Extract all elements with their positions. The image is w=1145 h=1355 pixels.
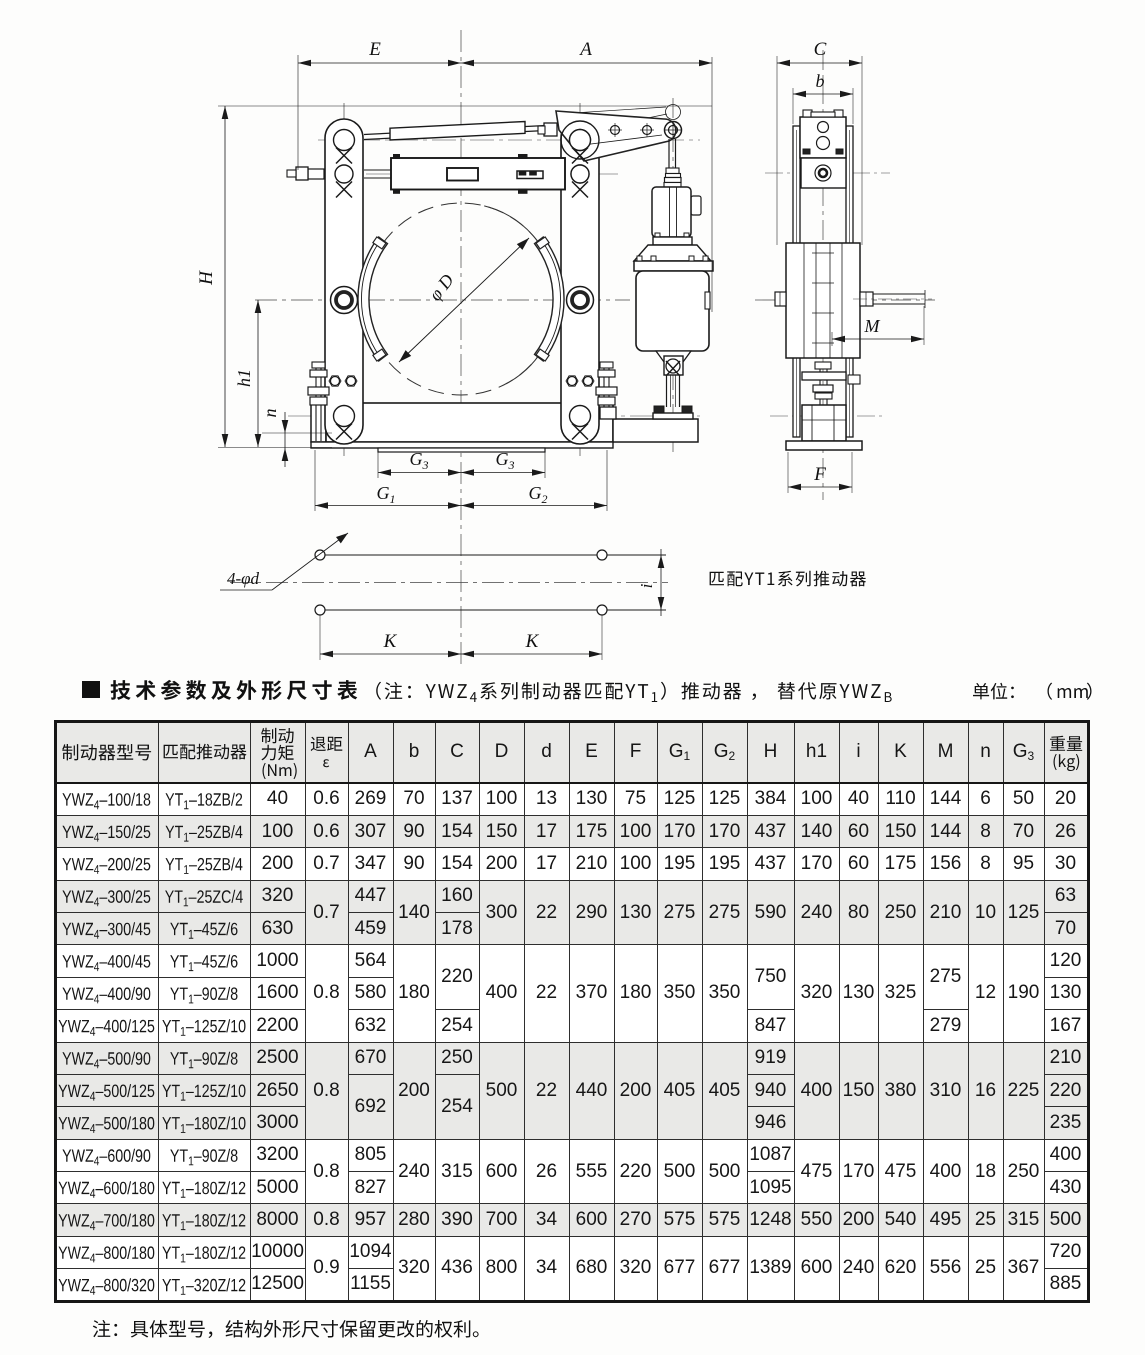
svg-text:G2: G2 — [529, 483, 548, 506]
svg-text:A: A — [578, 39, 592, 60]
svg-text:h1: h1 — [234, 369, 254, 387]
svg-text:φ D: φ D — [425, 270, 458, 304]
svg-text:H: H — [196, 270, 217, 286]
svg-text:E: E — [368, 39, 381, 60]
svg-text:n: n — [260, 409, 280, 418]
svg-text:K: K — [383, 631, 398, 652]
svg-text:C: C — [814, 39, 827, 60]
svg-text:F: F — [813, 464, 826, 485]
svg-text:M: M — [864, 316, 881, 336]
svg-text:K: K — [525, 631, 540, 652]
svg-text:4-φd: 4-φd — [227, 569, 260, 588]
svg-text:G1: G1 — [377, 483, 396, 506]
svg-text:i: i — [637, 583, 656, 588]
svg-text:b: b — [816, 71, 825, 91]
